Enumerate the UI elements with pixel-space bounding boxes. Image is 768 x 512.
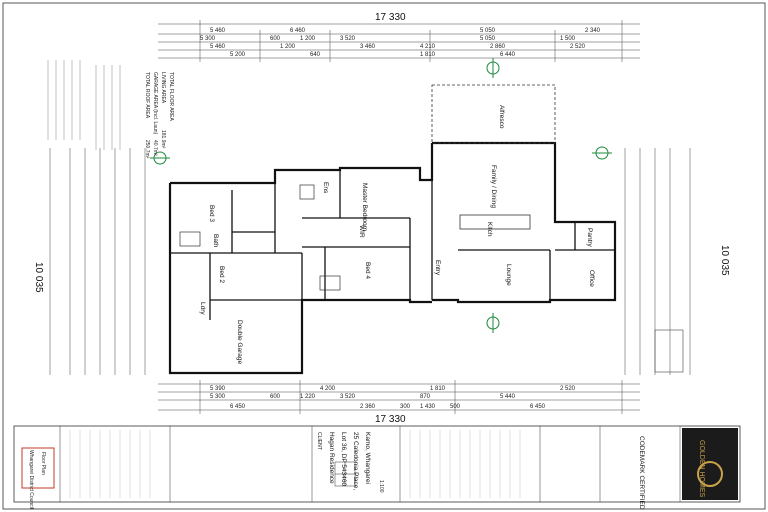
section-marker-left bbox=[150, 151, 170, 165]
svg-text:1 500: 1 500 bbox=[560, 36, 576, 42]
section-marker-bottom bbox=[486, 313, 500, 333]
svg-text:5 050: 5 050 bbox=[480, 36, 496, 42]
area-living-value: 181.9m² bbox=[160, 130, 166, 149]
svg-text:GOLDEN HOMES: GOLDEN HOMES bbox=[698, 440, 705, 498]
svg-text:600: 600 bbox=[270, 36, 281, 42]
svg-text:300: 300 bbox=[400, 404, 411, 410]
svg-text:6 450: 6 450 bbox=[230, 404, 246, 410]
room-label-kitchen: Kitch bbox=[486, 222, 493, 237]
notes-block-left bbox=[47, 60, 121, 150]
overall-depth-right: 10 035 bbox=[719, 245, 730, 276]
top-dimension-lines bbox=[158, 20, 640, 62]
svg-text:2 340: 2 340 bbox=[585, 28, 601, 34]
svg-text:5 300: 5 300 bbox=[210, 394, 226, 400]
svg-text:870: 870 bbox=[420, 394, 431, 400]
room-label-laundry: Ldry bbox=[199, 302, 206, 315]
room-label-ens: Ens bbox=[322, 182, 329, 194]
area-roof-value: 250.7m² bbox=[144, 140, 150, 159]
laundry-tub bbox=[319, 275, 341, 291]
section-marker-top bbox=[486, 58, 500, 78]
room-label-entry: Entry bbox=[434, 260, 441, 276]
svg-text:5 460: 5 460 bbox=[210, 28, 226, 34]
svg-text:5 390: 5 390 bbox=[210, 386, 226, 392]
svg-text:4 210: 4 210 bbox=[420, 44, 436, 50]
svg-text:2 860: 2 860 bbox=[490, 44, 506, 50]
room-label-alfresco: Alfresco bbox=[498, 105, 505, 129]
overall-width-top: 17 330 bbox=[375, 12, 406, 23]
svg-text:1 200: 1 200 bbox=[280, 44, 296, 50]
client-name: Hagan Residence bbox=[328, 432, 335, 484]
svg-text:5 200: 5 200 bbox=[230, 52, 246, 58]
sheet-title: Floor Plan bbox=[40, 452, 46, 475]
section-marker-right bbox=[592, 146, 612, 160]
svg-text:5 440: 5 440 bbox=[500, 394, 516, 400]
svg-text:1 200: 1 200 bbox=[300, 36, 316, 42]
svg-text:1 810: 1 810 bbox=[430, 386, 446, 392]
area-roof-label: TOTAL ROOF AREA bbox=[144, 72, 150, 119]
council-name: Whangarei District Council bbox=[28, 450, 34, 509]
area-garage-value: 40.7m² bbox=[152, 140, 158, 156]
room-label-bed4: Bed 4 bbox=[364, 262, 371, 279]
svg-text:4 200: 4 200 bbox=[320, 386, 336, 392]
left-dimension-lines bbox=[49, 148, 146, 375]
golden-homes-logo: GOLDEN HOMES bbox=[682, 428, 738, 500]
alfresco-outline bbox=[431, 84, 556, 144]
room-label-garage: Double Garage bbox=[236, 320, 243, 364]
room-label-pantry: Pantry bbox=[586, 228, 593, 248]
room-label-bed3: Bed 3 bbox=[208, 205, 215, 222]
svg-text:5 460: 5 460 bbox=[210, 44, 226, 50]
area-schedule: TOTAL FLOOR AREA LIVING AREA 181.9m² GAR… bbox=[144, 72, 174, 159]
room-label-bath: Bath bbox=[212, 234, 219, 248]
lot-number: Lot 36, DP 543460 bbox=[340, 432, 347, 486]
kitchen-island bbox=[459, 214, 531, 230]
room-label-master-bedroom: Master Bedroom bbox=[361, 183, 368, 231]
svg-text:2 520: 2 520 bbox=[570, 44, 586, 50]
bath-fixture bbox=[179, 231, 201, 247]
svg-text:3 460: 3 460 bbox=[360, 44, 376, 50]
overall-depth-left: 10 035 bbox=[33, 262, 44, 293]
svg-text:6 450: 6 450 bbox=[530, 404, 546, 410]
svg-text:3 520: 3 520 bbox=[340, 36, 356, 42]
svg-text:5 050: 5 050 bbox=[480, 28, 496, 34]
svg-text:6 440: 6 440 bbox=[500, 52, 516, 58]
svg-text:5 300: 5 300 bbox=[200, 36, 216, 42]
room-label-bed2: Bed 2 bbox=[218, 266, 225, 283]
area-heading: TOTAL FLOOR AREA bbox=[168, 72, 174, 121]
overall-width-bottom: 17 330 bbox=[375, 414, 406, 425]
client-label: CLIENT bbox=[316, 432, 322, 450]
legend-box bbox=[654, 329, 684, 373]
key-plan bbox=[334, 461, 356, 487]
title-block: Whangarei District Council Floor Plan CL… bbox=[13, 425, 741, 510]
area-garage-label: GARAGE AREA (Incl. Laun) bbox=[152, 72, 158, 135]
suburb: Kamo, Whangarei bbox=[364, 432, 371, 484]
codemark-logo: CODEMARK CERTIFIED bbox=[602, 432, 676, 510]
room-label-wir: WIR bbox=[358, 225, 365, 238]
svg-text:600: 600 bbox=[270, 394, 281, 400]
council-stamp bbox=[21, 447, 55, 489]
bottom-dimension-lines bbox=[158, 380, 640, 414]
street-address: 25 Caledonia Place, bbox=[352, 432, 359, 490]
svg-text:500: 500 bbox=[450, 404, 461, 410]
scale: 1:100 bbox=[378, 480, 384, 493]
room-label-family-dining: Family / Dining bbox=[490, 165, 497, 208]
room-label-office: Office bbox=[588, 270, 595, 287]
svg-text:2 360: 2 360 bbox=[360, 404, 376, 410]
room-label-lounge: Lounge bbox=[505, 264, 512, 286]
svg-text:1 430: 1 430 bbox=[420, 404, 436, 410]
svg-text:1 220: 1 220 bbox=[300, 394, 316, 400]
svg-text:1 810: 1 810 bbox=[420, 52, 436, 58]
svg-text:2 520: 2 520 bbox=[560, 386, 576, 392]
svg-text:CODEMARK CERTIFIED: CODEMARK CERTIFIED bbox=[638, 436, 645, 510]
svg-text:640: 640 bbox=[310, 52, 321, 58]
interior-walls bbox=[170, 170, 615, 320]
svg-text:3 520: 3 520 bbox=[340, 394, 356, 400]
area-living-label: LIVING AREA bbox=[160, 72, 166, 104]
ensuite-shower bbox=[299, 184, 315, 200]
svg-text:6 460: 6 460 bbox=[290, 28, 306, 34]
